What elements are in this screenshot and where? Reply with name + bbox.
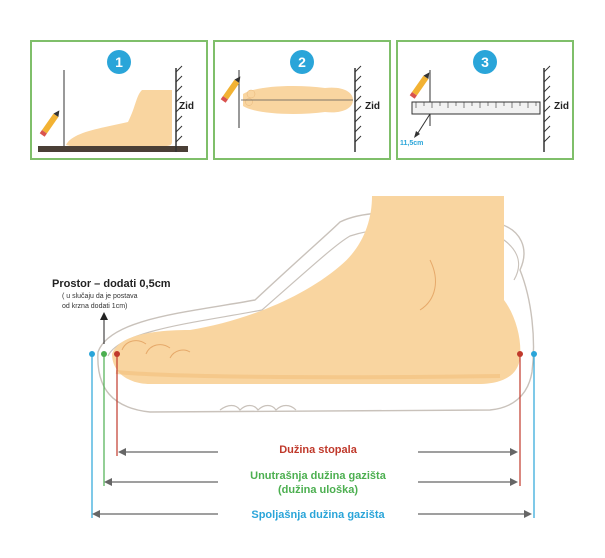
space-note: ( u slučaju da je postava [62, 293, 138, 300]
shoe-outline [97, 211, 535, 413]
pencil-icon [409, 72, 430, 99]
space-title: Prostor – dodati 0,5cm [52, 278, 171, 290]
pencil-icon [220, 76, 241, 103]
inner-length-label: Unutrašnja dužina gazišta [250, 470, 386, 482]
step-3-panel: 3 Zid 11,5cm [396, 40, 574, 160]
space-note: od krzna dodati 1cm) [62, 303, 128, 310]
step-2-illustration [220, 65, 362, 152]
step-2-panel: 2 Zid [213, 40, 391, 160]
step-number-badge: 1 [107, 50, 131, 74]
outer-length-label: Spoljašnja dužina gazišta [251, 509, 385, 521]
wall-label: Zid [554, 101, 569, 112]
pencil-icon [39, 110, 60, 137]
foot-length-label: Dužina stopala [279, 444, 357, 456]
step-number-badge: 2 [290, 50, 314, 74]
foot-illustration [112, 196, 521, 384]
step-1-illustration [38, 65, 188, 152]
wall-label: Zid [179, 101, 194, 112]
wall-label: Zid [365, 101, 380, 112]
step-3-illustration [409, 65, 551, 152]
step-1-panel: 1 Zid [30, 40, 208, 160]
step-number-badge: 3 [473, 50, 497, 74]
measurement-label: 11,5cm [400, 140, 424, 147]
insole-length-label: (dužina uloška) [277, 484, 359, 496]
